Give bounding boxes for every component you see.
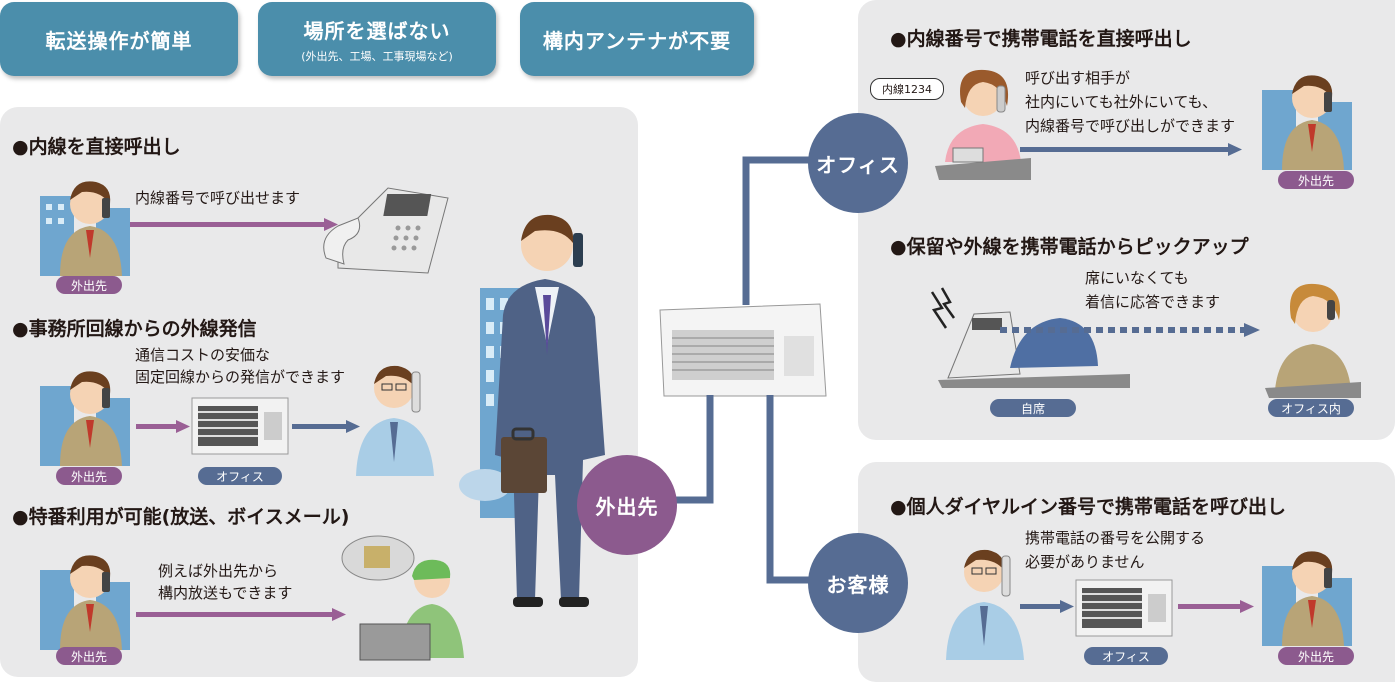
dotted-arrow-right-icon <box>1000 323 1260 337</box>
arrow-right-icon <box>136 420 190 433</box>
pbx-device-illustration <box>191 397 289 455</box>
speech-bubble: 内線1234 <box>870 78 944 100</box>
description-text: 構内放送もできます <box>158 584 293 602</box>
location-badge-outside: 外出先 <box>56 276 122 294</box>
arrow-right-icon <box>1020 600 1074 613</box>
pbx-device-illustration <box>1075 579 1173 637</box>
description-text: 固定回線からの発信ができます <box>135 368 346 386</box>
businessman-illustration <box>459 214 605 607</box>
description-text: 内線番号で呼び出しができます <box>1025 117 1236 135</box>
section-title-pickup: ●保留や外線を携帯電話からピックアップ <box>890 236 1249 258</box>
description-text: 例えば外出先から <box>158 562 279 580</box>
office-woman-illustration <box>1265 283 1361 398</box>
pbx-device-illustration <box>659 303 827 397</box>
location-circle-outside: 外出先 <box>577 455 677 555</box>
location-badge-office: オフィス <box>198 467 282 485</box>
arrow-right-icon <box>1020 143 1242 156</box>
feature-sublabel: (外出先、工場、工事現場など) <box>301 49 453 63</box>
location-badge-outside: 外出先 <box>1278 171 1354 189</box>
description-text: 通信コストの安価な <box>135 346 271 364</box>
location-badge-outside: 外出先 <box>56 647 122 665</box>
description-text: 席にいなくても <box>1085 269 1189 287</box>
arrow-right-icon <box>292 420 360 433</box>
feature-any-location: 場所を選ばない (外出先、工場、工事現場など) <box>258 2 496 76</box>
factory-worker-illustration <box>341 535 464 661</box>
office-worker-illustration <box>946 549 1024 660</box>
operator-woman-illustration <box>935 69 1031 180</box>
mobile-user-illustration <box>40 555 130 650</box>
location-circle-customer: お客様 <box>808 533 908 633</box>
ringing-desk-phone-illustration <box>930 287 1130 388</box>
feature-label: 場所を選ばない <box>303 18 451 43</box>
location-circle-office: オフィス <box>808 113 908 213</box>
section-title-direct-extension: ●内線を直接呼出し <box>12 136 181 158</box>
section-title-personal-dial-in: ●個人ダイヤルイン番号で携帯電話を呼び出し <box>890 496 1287 518</box>
section-title-outside-call: ●事務所回線からの外線発信 <box>12 318 257 340</box>
mobile-user-illustration <box>40 181 130 276</box>
description-text: 着信に応答できます <box>1085 293 1221 311</box>
location-badge-in-office: オフィス内 <box>1268 399 1354 417</box>
arrow-right-icon <box>136 608 346 621</box>
description-text: 内線番号で呼び出せます <box>135 189 301 207</box>
feature-easy-transfer: 転送操作が簡単 <box>0 2 238 76</box>
mobile-user-illustration <box>40 371 130 466</box>
section-title-special-number: ●特番利用が可能(放送、ボイスメール) <box>12 506 350 528</box>
desk-phone-illustration <box>323 187 449 274</box>
mobile-user-illustration <box>1262 551 1352 646</box>
location-badge-office: オフィス <box>1084 647 1168 665</box>
location-badge-outside: 外出先 <box>1278 647 1354 665</box>
feature-no-antenna: 構内アンテナが不要 <box>520 2 754 76</box>
mobile-user-illustration <box>1262 75 1352 170</box>
arrow-right-icon <box>1178 600 1254 613</box>
feature-label: 構内アンテナが不要 <box>542 28 732 53</box>
office-worker-illustration <box>356 365 434 476</box>
description-text: 呼び出す相手が <box>1025 69 1131 87</box>
location-badge-outside: 外出先 <box>56 467 122 485</box>
description-text: 携帯電話の番号を公開する <box>1025 529 1206 547</box>
description-text: 必要がありません <box>1025 553 1145 571</box>
location-badge-own-seat: 自席 <box>990 399 1076 417</box>
arrow-right-icon <box>130 218 338 231</box>
feature-label: 転送操作が簡単 <box>45 28 193 53</box>
section-title-extension-to-mobile: ●内線番号で携帯電話を直接呼出し <box>890 28 1192 50</box>
description-text: 社内にいても社外にいても、 <box>1025 93 1218 111</box>
